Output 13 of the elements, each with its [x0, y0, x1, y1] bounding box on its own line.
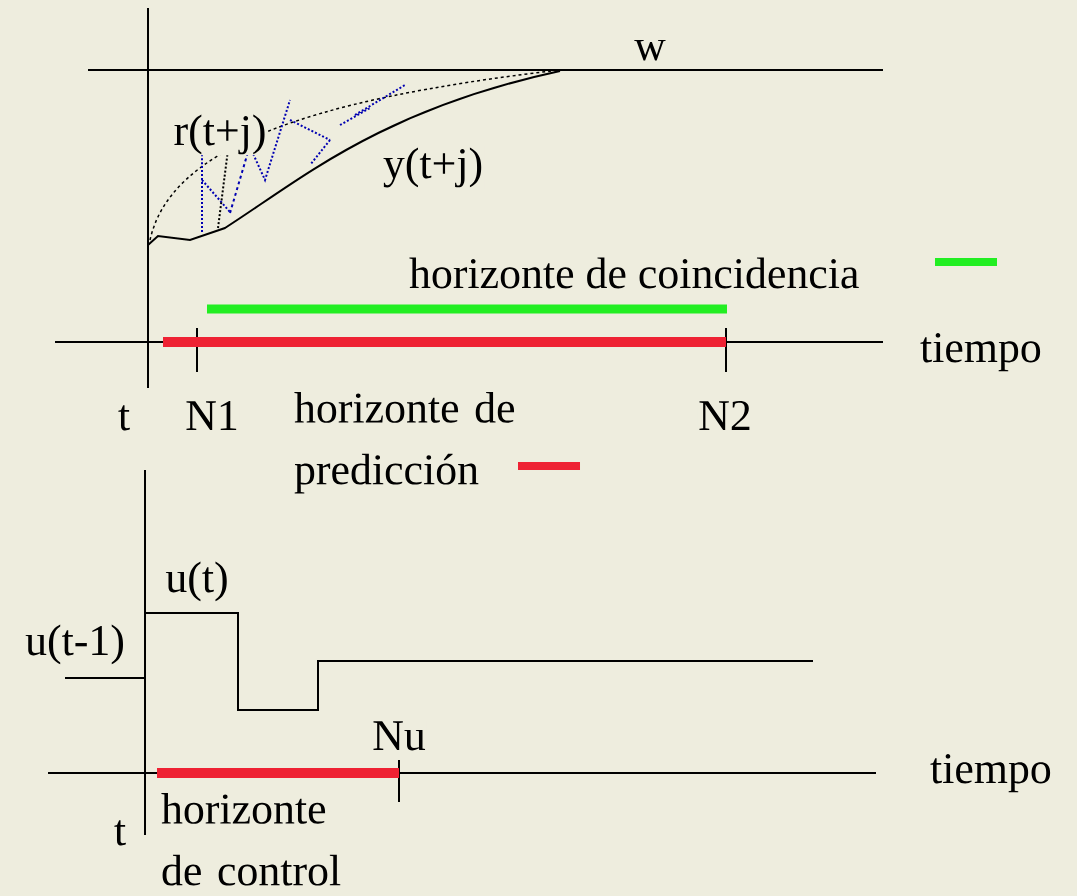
curve-label: w — [633, 38, 667, 62]
horizon-label: horizonte de control — [161, 793, 341, 886]
signal-label: u(t) — [164, 560, 230, 603]
tick-label: N2 — [697, 399, 753, 431]
legend-text: horizonte de coincidencia — [409, 257, 859, 289]
signal-label: u(t-1) — [24, 623, 126, 666]
tick-label: N1 — [184, 400, 240, 431]
curve-label: r(t+j) — [172, 113, 268, 156]
curve-label: y(t+j) — [381, 146, 485, 189]
legend-text: horizonte de predicción — [294, 392, 514, 494]
axis-label: tiempo — [929, 752, 1053, 794]
tick-label: Nu — [371, 720, 427, 752]
axis-label: tiempo — [919, 331, 1043, 373]
